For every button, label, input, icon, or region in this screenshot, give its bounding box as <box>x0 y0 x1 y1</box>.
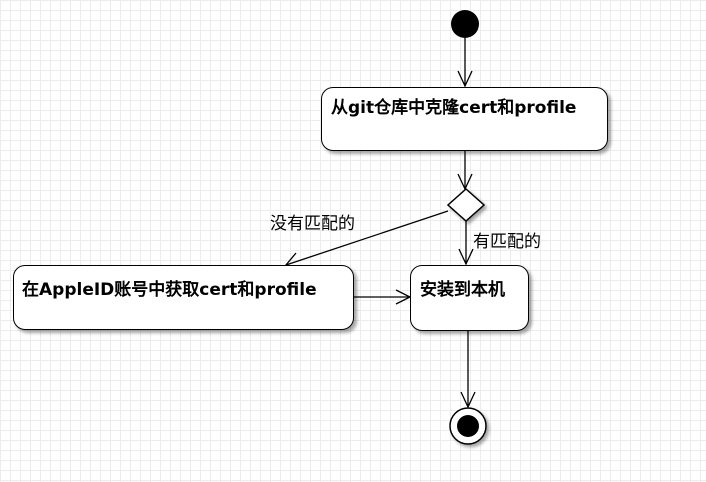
decision-node <box>446 187 486 223</box>
edge-decision-to-install <box>458 221 474 266</box>
clone-node-label: 从git仓库中克隆cert和profile <box>331 98 577 118</box>
fetch-node: 在AppleID账号中获取cert和profile <box>13 265 354 330</box>
start-node <box>451 10 479 38</box>
fetch-node-label: 在AppleID账号中获取cert和profile <box>22 280 317 300</box>
install-node: 安装到本机 <box>410 265 529 331</box>
clone-node: 从git仓库中克隆cert和profile <box>321 87 608 151</box>
edge-label-match: 有匹配的 <box>473 232 541 252</box>
edge-label-no-match: 没有匹配的 <box>270 214 355 234</box>
edge-install-to-end <box>460 331 476 409</box>
end-node <box>449 407 487 445</box>
edge-clone-to-decision <box>457 151 473 191</box>
edge-fetch-to-install <box>354 289 412 305</box>
install-node-label: 安装到本机 <box>420 280 505 300</box>
edge-start-to-clone <box>457 38 473 88</box>
